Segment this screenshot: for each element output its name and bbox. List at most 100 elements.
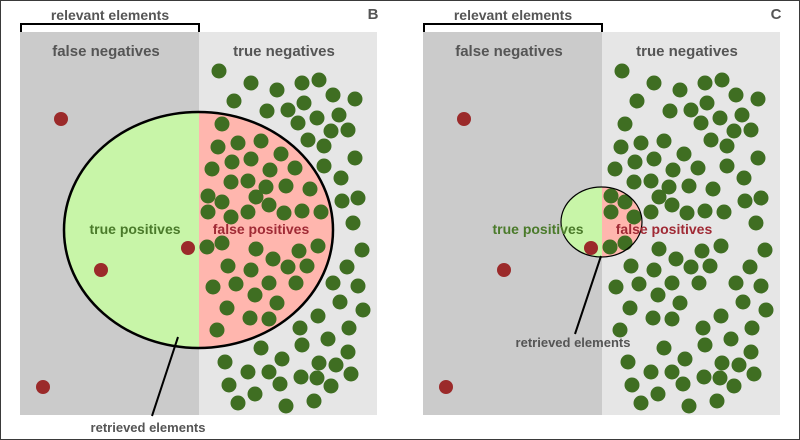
irrelevant-element-dot [712, 370, 728, 386]
irrelevant-element-dot [681, 398, 697, 414]
irrelevant-element-dot [694, 243, 710, 259]
irrelevant-element-dot [272, 376, 288, 392]
irrelevant-element-dot [627, 154, 643, 170]
irrelevant-element-dot [603, 188, 619, 204]
irrelevant-element-dot [757, 242, 773, 258]
irrelevant-element-dot [343, 366, 359, 382]
irrelevant-element-dot [354, 242, 370, 258]
irrelevant-element-dot [726, 378, 742, 394]
irrelevant-element-dot [217, 354, 233, 370]
irrelevant-element-dot [626, 174, 642, 190]
irrelevant-element-dot [242, 310, 258, 326]
irrelevant-element-dot [261, 311, 277, 327]
irrelevant-element-dot [296, 95, 312, 111]
retrieved-leader-line [151, 336, 179, 417]
retrieved-elements-boundary [62, 110, 335, 350]
irrelevant-element-dot [219, 300, 235, 316]
irrelevant-element-dot [316, 158, 332, 174]
relevant-element-dot [584, 241, 598, 255]
irrelevant-element-dot [325, 275, 341, 291]
irrelevant-element-dot [253, 340, 269, 356]
irrelevant-element-dot [313, 204, 329, 220]
irrelevant-element-dot [287, 160, 303, 176]
relevant-elements-label: relevant elements [454, 7, 572, 23]
irrelevant-element-dot [683, 102, 699, 118]
irrelevant-element-dot [675, 376, 691, 392]
irrelevant-element-dot [702, 258, 718, 274]
retrieved-leader-line [574, 255, 602, 335]
irrelevant-element-dot [668, 251, 684, 267]
irrelevant-element-dot [278, 178, 294, 194]
irrelevant-element-dot [310, 308, 326, 324]
irrelevant-element-dot [280, 259, 296, 275]
irrelevant-element-dot [633, 395, 649, 411]
irrelevant-element-dot [681, 178, 697, 194]
irrelevant-element-dot [273, 146, 289, 162]
irrelevant-element-dot [294, 75, 310, 91]
irrelevant-element-dot [224, 154, 240, 170]
irrelevant-element-dot [651, 241, 667, 257]
irrelevant-element-dot [709, 393, 725, 409]
irrelevant-element-dot [713, 238, 729, 254]
irrelevant-element-dot [612, 322, 628, 338]
irrelevant-element-dot [347, 150, 363, 166]
irrelevant-element-dot [276, 205, 292, 221]
irrelevant-element-dot [613, 139, 629, 155]
irrelevant-element-dot [753, 278, 769, 294]
element-dots [36, 63, 371, 414]
irrelevant-element-dot [261, 275, 277, 291]
irrelevant-element-dot [699, 95, 715, 111]
irrelevant-element-dot [643, 364, 659, 380]
irrelevant-element-dot [664, 311, 680, 327]
irrelevant-element-dot [291, 243, 307, 259]
irrelevant-element-dot [253, 133, 269, 149]
irrelevant-element-dot [243, 262, 259, 278]
irrelevant-element-dot [214, 116, 230, 132]
irrelevant-element-dot [643, 173, 659, 189]
irrelevant-element-dot [651, 189, 667, 205]
irrelevant-element-dot [355, 302, 371, 318]
irrelevant-element-dot [259, 103, 275, 119]
irrelevant-element-dot [311, 72, 327, 88]
panel-c: relevant elements C false negatives true… [423, 6, 782, 415]
irrelevant-element-dot [690, 160, 706, 176]
irrelevant-element-dot [650, 386, 666, 402]
irrelevant-element-dot [200, 204, 216, 220]
irrelevant-element-dot [693, 115, 709, 131]
irrelevant-element-dot [261, 364, 277, 380]
irrelevant-element-dot [696, 369, 712, 385]
irrelevant-element-dot [683, 259, 699, 275]
irrelevant-element-dot [240, 173, 256, 189]
irrelevant-element-dot [714, 355, 730, 371]
irrelevant-element-dot [731, 357, 747, 373]
irrelevant-element-dot [726, 123, 742, 139]
irrelevant-element-dot [339, 259, 355, 275]
relevant-elements-label: relevant elements [51, 7, 169, 23]
irrelevant-element-dot [334, 193, 350, 209]
irrelevant-element-dot [643, 204, 659, 220]
irrelevant-element-dot [332, 294, 348, 310]
irrelevant-element-dot [302, 181, 318, 197]
relevant-element-dot [36, 380, 50, 394]
irrelevant-element-dot [665, 162, 681, 178]
irrelevant-element-dot [309, 370, 325, 386]
irrelevant-element-dot [614, 63, 630, 79]
irrelevant-element-dot [650, 287, 666, 303]
irrelevant-element-dot [728, 87, 744, 103]
irrelevant-element-dot [626, 209, 642, 225]
irrelevant-element-dot [309, 110, 325, 126]
irrelevant-element-dot [662, 103, 678, 119]
irrelevant-element-dot [204, 161, 220, 177]
irrelevant-element-dot [664, 275, 680, 291]
irrelevant-element-dot [214, 235, 230, 251]
irrelevant-element-dot [288, 275, 304, 291]
irrelevant-element-dot [261, 197, 277, 213]
irrelevant-element-dot [742, 259, 758, 275]
irrelevant-element-dot [290, 115, 306, 131]
relevant-element-dot [497, 263, 511, 277]
irrelevant-element-dot [223, 209, 239, 225]
irrelevant-element-dot [607, 161, 623, 177]
irrelevant-element-dot [664, 364, 680, 380]
irrelevant-element-dot [703, 132, 719, 148]
irrelevant-element-dot [746, 366, 762, 382]
